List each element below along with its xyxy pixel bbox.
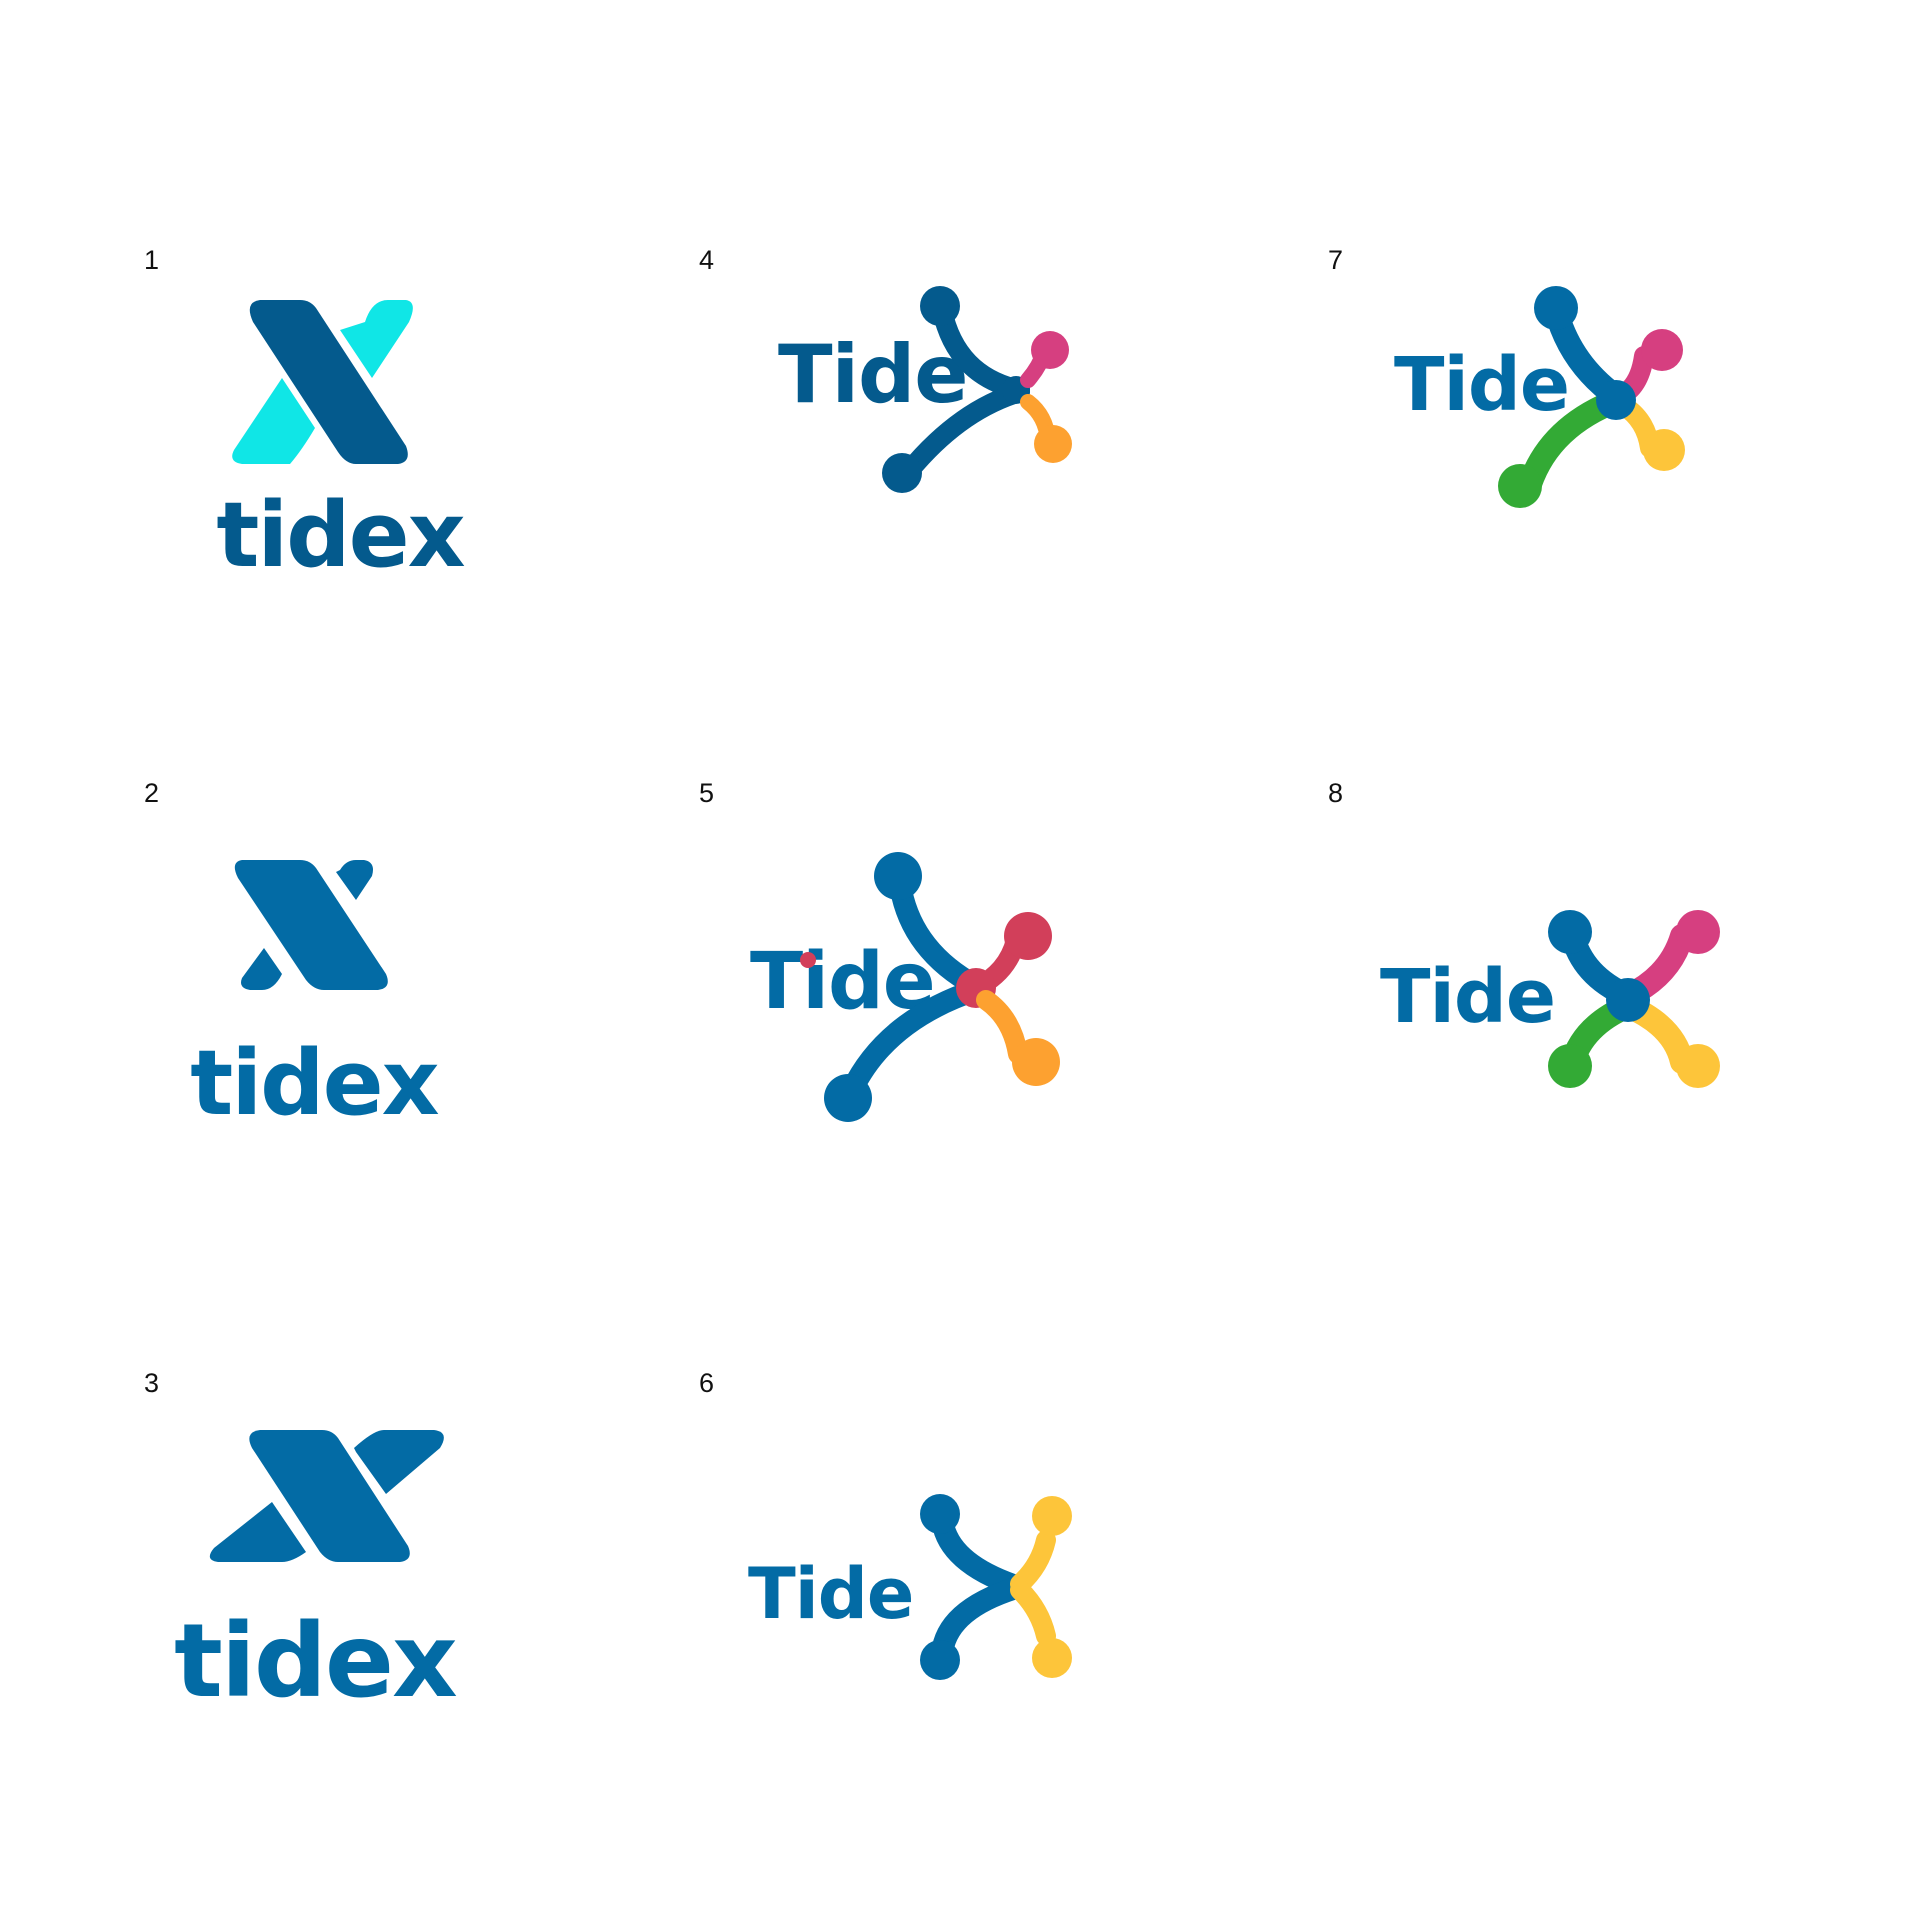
- node-lower-right: [1032, 1638, 1072, 1678]
- node-upper-left: [1534, 286, 1578, 330]
- node-upper-right: [1004, 912, 1052, 960]
- logo-option-6: Tide: [748, 1494, 1072, 1680]
- node-lower-left: [882, 453, 922, 493]
- wordmark-tide: Tide: [750, 937, 935, 1027]
- x-upper-right-wedge: [354, 1430, 444, 1494]
- wordmark-tide: Tide: [1394, 342, 1569, 428]
- angular-x-mark: [209, 1430, 444, 1562]
- option-number-7: 7: [1328, 245, 1344, 275]
- wordmark-tide: Tide: [1380, 954, 1555, 1040]
- logo-option-3: tidex: [174, 1430, 459, 1721]
- option-number-6: 6: [699, 1368, 715, 1398]
- x-arm-upper-right: [1010, 1530, 1056, 1594]
- node-lower-right: [1034, 425, 1072, 463]
- x-main-stroke: [234, 860, 388, 990]
- node-lower-right: [1676, 1044, 1720, 1088]
- node-upper-right: [1031, 331, 1069, 369]
- x-arm-lower-left: [841, 979, 987, 1101]
- logo-option-1: tidex: [216, 300, 467, 588]
- node-lower-left: [1548, 1044, 1592, 1088]
- angular-x-mark: [232, 300, 413, 464]
- i-dot: [800, 952, 816, 968]
- logo-option-5: Tide: [750, 852, 1060, 1122]
- x-arm-lower-right: [976, 990, 1028, 1064]
- molecule-x-mark: [882, 286, 1072, 493]
- node-upper-left: [920, 1494, 960, 1534]
- node-lower-right: [1643, 429, 1685, 471]
- x-lower-left-wedge: [241, 948, 282, 990]
- angular-x-mark: [234, 860, 388, 990]
- node-center: [1606, 978, 1650, 1022]
- x-main-stroke: [249, 300, 408, 464]
- node-lower-left: [824, 1074, 872, 1122]
- logo-option-2: tidex: [190, 860, 441, 1136]
- x-arm-lower-right: [1010, 1580, 1056, 1646]
- node-upper-right: [1032, 1496, 1072, 1536]
- option-number-4: 4: [699, 245, 715, 275]
- wordmark-tidex: tidex: [190, 1031, 438, 1136]
- node-upper-right: [1641, 329, 1683, 371]
- logo-option-4: Tide: [778, 286, 1072, 493]
- node-lower-left: [1498, 464, 1542, 508]
- x-upper-right-wedge: [336, 860, 373, 900]
- molecule-x-mark: [920, 1494, 1072, 1680]
- option-number-2: 2: [144, 778, 160, 808]
- x-arm-lower-left: [931, 1577, 1027, 1665]
- node-upper-left: [920, 286, 960, 326]
- node-upper-left: [874, 852, 922, 900]
- molecule-x-mark: [824, 852, 1060, 1122]
- x-main-stroke: [249, 1430, 410, 1562]
- node-upper-right: [1676, 910, 1720, 954]
- logo-option-8: Tide: [1380, 910, 1720, 1088]
- wordmark-tide: Tide: [748, 1553, 913, 1635]
- molecule-x-mark: [1498, 286, 1685, 508]
- molecule-x-mark: [1548, 910, 1720, 1088]
- option-number-8: 8: [1328, 778, 1344, 808]
- node-upper-left: [1548, 910, 1592, 954]
- wordmark-tidex: tidex: [216, 483, 464, 588]
- node-center: [1596, 380, 1636, 420]
- x-lower-left-wedge: [232, 378, 315, 464]
- option-number-5: 5: [699, 778, 715, 808]
- x-lower-left-wedge: [209, 1502, 306, 1562]
- node-lower-right: [1012, 1038, 1060, 1086]
- node-lower-left: [920, 1640, 960, 1680]
- wordmark-tidex: tidex: [174, 1602, 457, 1721]
- logo-option-7: Tide: [1394, 286, 1685, 508]
- option-number-3: 3: [144, 1368, 160, 1398]
- option-number-1: 1: [144, 245, 160, 275]
- wordmark-tide: Tide: [778, 328, 968, 421]
- x-upper-right-wedge: [340, 300, 413, 378]
